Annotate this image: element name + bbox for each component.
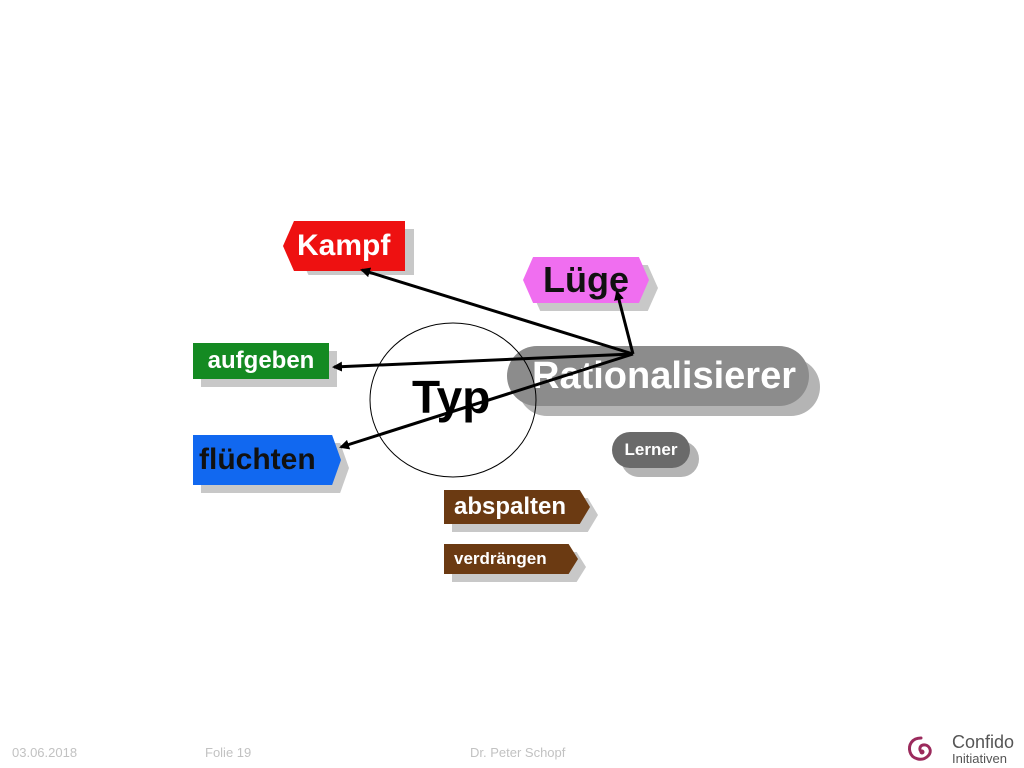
typ-circle <box>369 322 537 478</box>
typ-label: Typ <box>412 371 491 423</box>
logo-line2: Initiativen <box>952 751 1007 766</box>
abspalten-tag: abspalten <box>444 490 590 524</box>
footer-author: Dr. Peter Schopf <box>470 745 566 760</box>
aufgeben-label: aufgeben <box>207 347 315 374</box>
verdraengen-label: verdrängen <box>454 549 547 568</box>
kampf-tag: Kampf <box>283 221 405 271</box>
aufgeben-tag: aufgeben <box>193 343 329 379</box>
abspalten-label: abspalten <box>454 493 567 520</box>
arrow-to-aufgeben <box>332 352 634 372</box>
fluechten-label: flüchten <box>199 443 316 476</box>
arrow-to-fluechten <box>339 352 634 450</box>
arrow-to-kampf <box>360 267 634 356</box>
footer-date: 03.06.2018 <box>12 745 78 760</box>
rationalisierer-label: Rationalisierer <box>532 354 796 397</box>
confido-swirl-icon <box>908 736 932 761</box>
lerner-label: Lerner <box>624 440 678 459</box>
verdraengen-tag: verdrängen <box>444 544 578 574</box>
arrow-to-luege <box>614 290 635 355</box>
confido-logo: Confido Initiativen <box>904 730 1022 766</box>
footer-slide-number: Folie 19 <box>205 745 252 760</box>
logo-line1: Confido <box>952 732 1015 752</box>
kampf-label: Kampf <box>297 229 391 262</box>
fluechten-tag: flüchten <box>193 435 341 485</box>
lerner-pill: Lerner <box>612 432 690 468</box>
